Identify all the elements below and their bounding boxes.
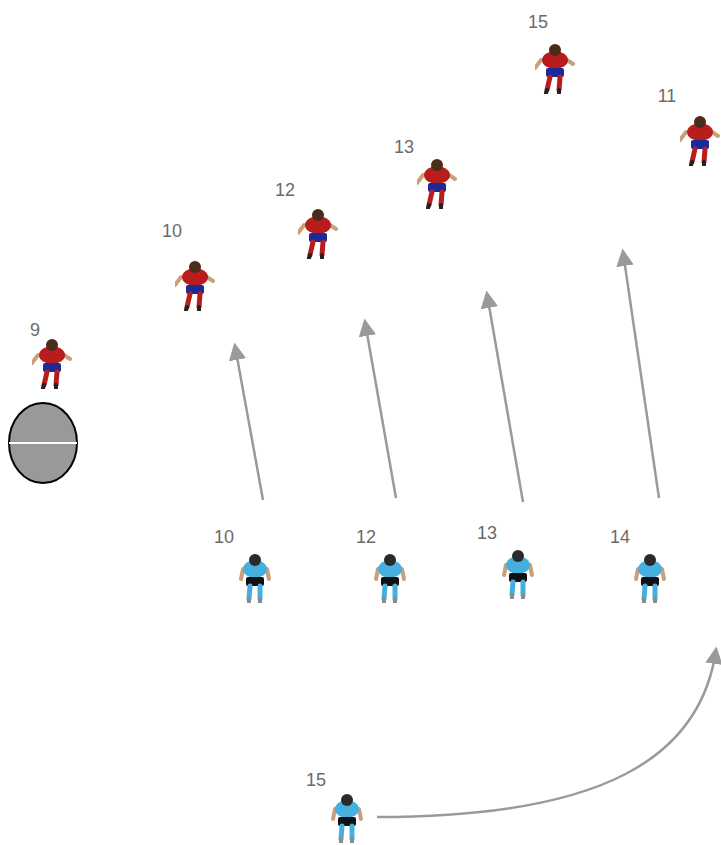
player-number: 13 (477, 524, 497, 542)
player-number: 14 (610, 528, 630, 546)
player-number: 10 (162, 222, 182, 240)
player-number: 9 (30, 321, 40, 339)
player-number: 12 (275, 181, 295, 199)
red-players (32, 44, 718, 388)
player-number: 12 (356, 528, 376, 546)
run-arrows (235, 252, 716, 817)
player-number: 10 (214, 528, 234, 546)
blue-players (241, 550, 664, 842)
ball (9, 403, 77, 483)
player-number: 15 (306, 771, 326, 789)
player-number: 13 (394, 138, 414, 156)
player-number: 11 (658, 87, 677, 105)
player-number: 15 (528, 13, 548, 31)
